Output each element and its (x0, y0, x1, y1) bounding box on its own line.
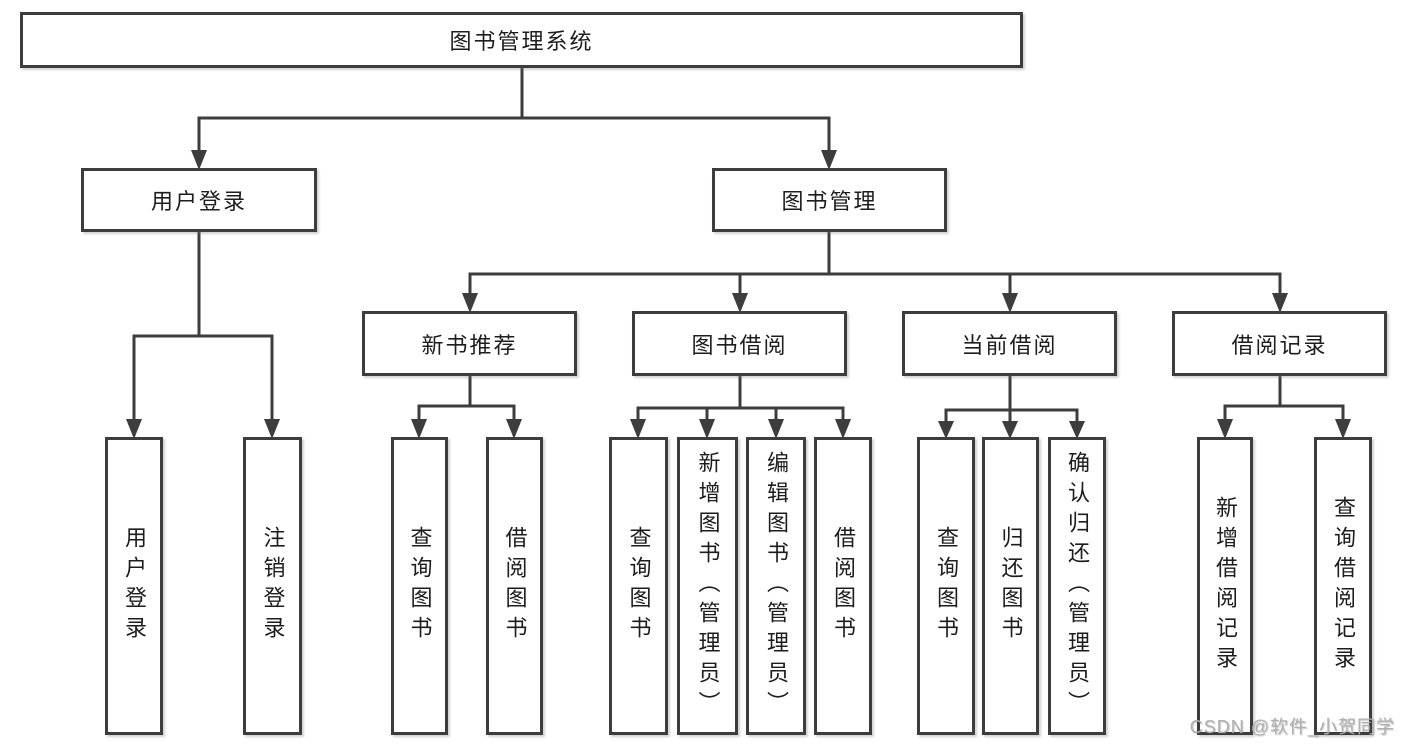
leaf-query-books-recommend: 查询图书 (391, 437, 448, 735)
node-label: 新增图书（管理员） (695, 451, 721, 721)
node-borrowing-records: 借阅记录 (1172, 311, 1387, 376)
node-label: 当前借阅 (961, 332, 1058, 358)
node-label: 编辑图书（管理员） (764, 451, 789, 721)
node-label: 用户登录 (122, 526, 147, 646)
leaf-confirm-return-admin: 确认归还（管理员） (1048, 437, 1106, 735)
leaf-logout: 注销登录 (243, 437, 302, 735)
leaf-query-borrow-record: 查询借阅记录 (1314, 437, 1372, 735)
node-user-login: 用户登录 (81, 168, 317, 232)
node-label: 注销登录 (260, 526, 286, 646)
node-label: 借阅图书 (831, 526, 856, 646)
node-label: 确认归还（管理员） (1065, 451, 1090, 721)
leaf-return-books: 归还图书 (982, 437, 1039, 735)
node-label: 图书管理系统 (449, 29, 594, 54)
leaf-user-login: 用户登录 (105, 437, 163, 735)
node-label: 归还图书 (998, 526, 1024, 646)
node-book-management: 图书管理 (712, 168, 947, 232)
node-library-management-system: 图书管理系统 (20, 12, 1023, 68)
node-label: 图书管理 (781, 189, 878, 214)
node-label: 用户登录 (150, 189, 247, 214)
node-new-book-recommendation: 新书推荐 (362, 311, 577, 376)
leaf-borrow-books-borrowing: 借阅图书 (814, 437, 872, 735)
node-label: 查询借阅记录 (1331, 496, 1356, 676)
node-label: 查询图书 (626, 526, 652, 646)
leaf-add-books-admin: 新增图书（管理员） (677, 437, 738, 735)
leaf-edit-books-admin: 编辑图书（管理员） (746, 437, 806, 735)
node-label: 借阅图书 (502, 526, 528, 646)
node-label: 查询图书 (407, 526, 433, 646)
node-current-borrowing: 当前借阅 (902, 311, 1117, 376)
node-label: 查询图书 (934, 526, 959, 646)
leaf-borrow-books-recommend: 借阅图书 (486, 437, 543, 735)
leaf-add-borrow-record: 新增借阅记录 (1197, 437, 1253, 735)
leaf-query-books-borrowing: 查询图书 (609, 437, 668, 735)
leaf-query-books-current: 查询图书 (917, 437, 975, 735)
node-label: 图书借阅 (691, 332, 788, 358)
node-label: 新书推荐 (421, 332, 518, 358)
csdn-watermark: CSDN @软件_小贺同学 (1189, 717, 1395, 737)
node-label: 新增借阅记录 (1213, 496, 1238, 676)
node-book-borrowing: 图书借阅 (632, 311, 847, 376)
node-label: 借阅记录 (1231, 332, 1328, 358)
